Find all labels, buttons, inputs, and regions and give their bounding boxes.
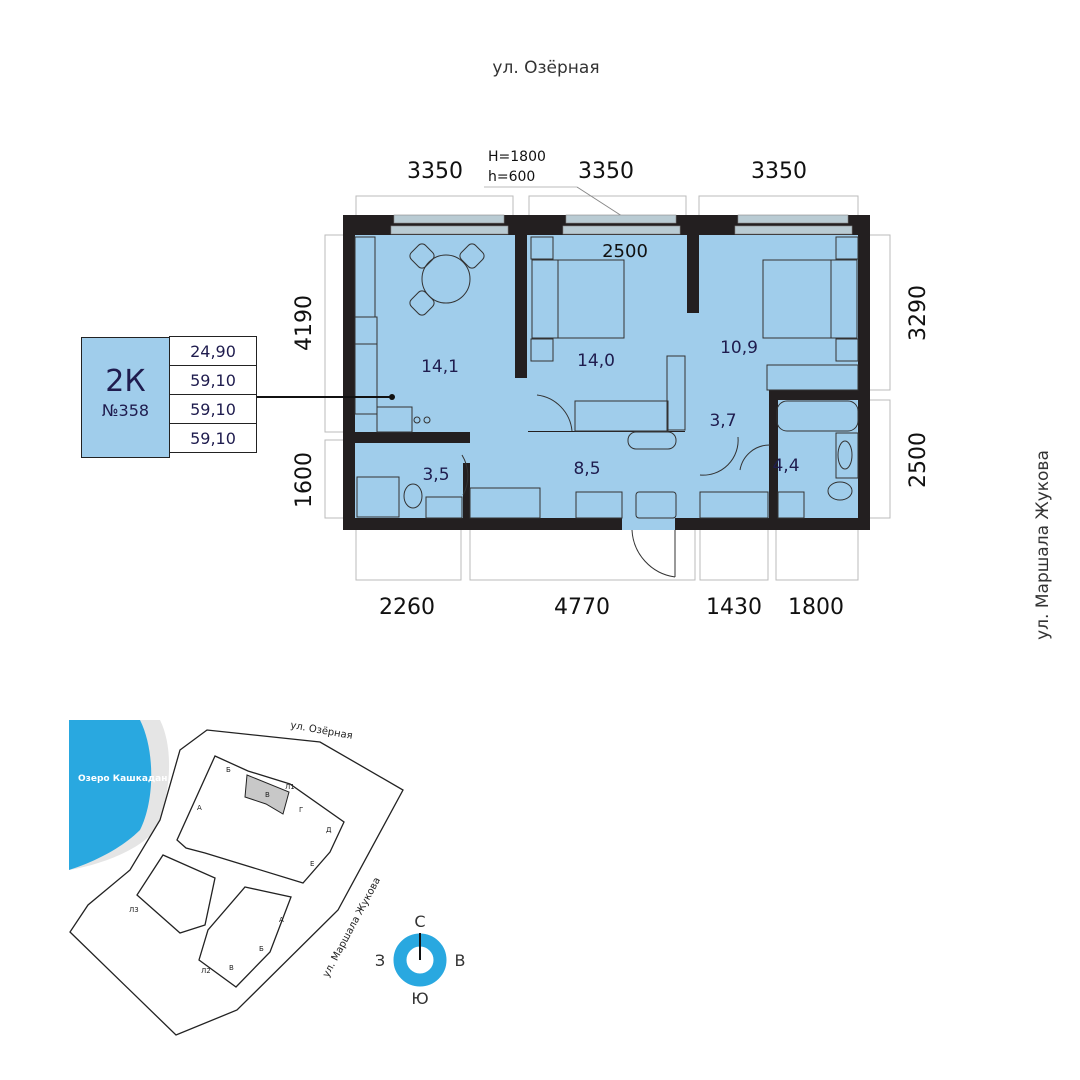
dim-left-2: 1600	[292, 452, 317, 508]
lake	[69, 720, 152, 870]
compass-north: С	[414, 912, 425, 931]
apartment-info-box: 2К №358	[81, 337, 170, 458]
compass-east: В	[455, 951, 466, 970]
street-label-right: ул. Маршала Жукова	[1033, 450, 1053, 640]
label-l3: Л3	[129, 906, 139, 914]
section-label: Б	[226, 766, 231, 774]
furniture	[354, 236, 859, 578]
label-l2: Л2	[201, 967, 211, 975]
section-label: А	[197, 804, 202, 812]
dim-bottom-3: 1430	[706, 595, 762, 620]
section-label: В	[265, 791, 270, 799]
dim-bottom-2: 4770	[554, 595, 610, 620]
street-label-top: ул. Озёрная	[492, 58, 599, 78]
selected-section	[244, 774, 290, 815]
area-value: 24,90	[169, 336, 257, 366]
apartment-number: №358	[101, 401, 150, 420]
apartment-areas: 24,90 59,10 59,10 59,10	[169, 336, 257, 453]
window-height-label: Н=1800	[488, 149, 546, 165]
area-value: 59,10	[169, 365, 257, 395]
room-area-hall: 8,5	[573, 459, 600, 479]
site-map: Озеро Кашкадан Л1 Л2 Л3 Б А В Г Д Е А Б …	[69, 720, 404, 1036]
rooms	[355, 235, 858, 530]
room-area-bathroom2: 4,4	[772, 456, 799, 476]
room-area-corridor: 3,7	[709, 411, 736, 431]
apartment-type: 2К	[105, 364, 146, 399]
dim-bottom-4: 1800	[788, 595, 844, 620]
room-area-bedroom2: 10,9	[720, 338, 758, 358]
pointer-dot	[389, 394, 395, 400]
label-l1: Л1	[285, 783, 295, 791]
dim-bottom-1: 2260	[379, 595, 435, 620]
lake-label: Озеро Кашкадан	[78, 774, 167, 784]
dim-top-3: 3350	[751, 159, 807, 184]
inner-dimension: 2500	[602, 241, 648, 262]
section-label: Б	[259, 945, 264, 953]
compass: С Ю З В	[375, 912, 466, 1008]
dimension-lines	[324, 186, 891, 581]
section-label: В	[229, 964, 234, 972]
room-area-bedroom1: 14,0	[577, 351, 615, 371]
room-area-kitchen: 14,1	[421, 357, 459, 377]
dim-top-2: 3350	[578, 159, 634, 184]
dim-right-1: 3290	[906, 285, 931, 341]
windows	[390, 214, 853, 235]
window-sill-label: h=600	[488, 169, 535, 185]
section-label: Е	[310, 860, 314, 868]
dim-left-1: 4190	[292, 295, 317, 351]
section-label: А	[279, 916, 284, 924]
dim-right-2: 2500	[906, 432, 931, 488]
dim-top-1: 3350	[407, 159, 463, 184]
room-area-bathroom1: 3,5	[422, 465, 449, 485]
area-value: 59,10	[169, 394, 257, 424]
compass-west: З	[375, 951, 385, 970]
map-street-top: ул. Озёрная	[289, 720, 353, 742]
area-value: 59,10	[169, 423, 257, 453]
section-label: Г	[299, 806, 303, 814]
section-label: Д	[326, 826, 332, 834]
compass-south: Ю	[411, 989, 428, 1008]
